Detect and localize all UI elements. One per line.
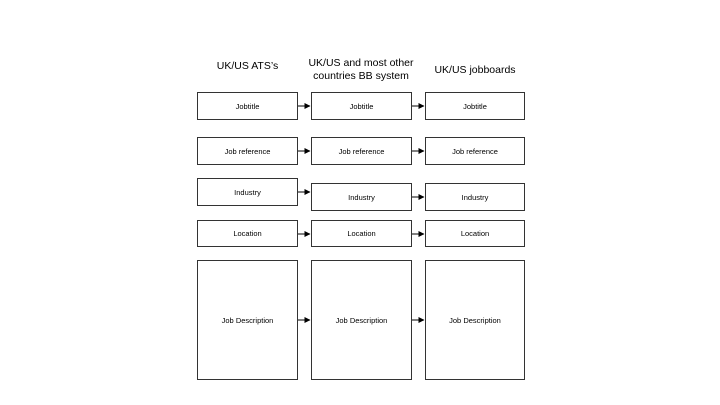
ats-jobtitle-box: Jobtitle	[197, 92, 298, 120]
bb-job-reference-box: Job reference	[311, 137, 412, 165]
bb-jobtitle-box: Jobtitle	[311, 92, 412, 120]
ats-job-reference-box: Job reference	[197, 137, 298, 165]
ats-location-box: Location	[197, 220, 298, 247]
ats-industry-box: Industry	[197, 178, 298, 206]
jobboards-industry-box: Industry	[425, 183, 525, 211]
column-header-bb-system: UK/US and most other countries BB system	[308, 57, 414, 82]
jobboards-jobtitle-box: Jobtitle	[425, 92, 525, 120]
bb-industry-box: Industry	[311, 183, 412, 211]
jobboards-job-description-box: Job Description	[425, 260, 525, 380]
bb-job-description-box: Job Description	[311, 260, 412, 380]
column-header-ats: UK/US ATS’s	[216, 60, 279, 72]
jobboards-job-reference-box: Job reference	[425, 137, 525, 165]
column-header-jobboards: UK/US jobboards	[434, 64, 516, 76]
jobboards-location-box: Location	[425, 220, 525, 247]
bb-location-box: Location	[311, 220, 412, 247]
ats-job-description-box: Job Description	[197, 260, 298, 380]
